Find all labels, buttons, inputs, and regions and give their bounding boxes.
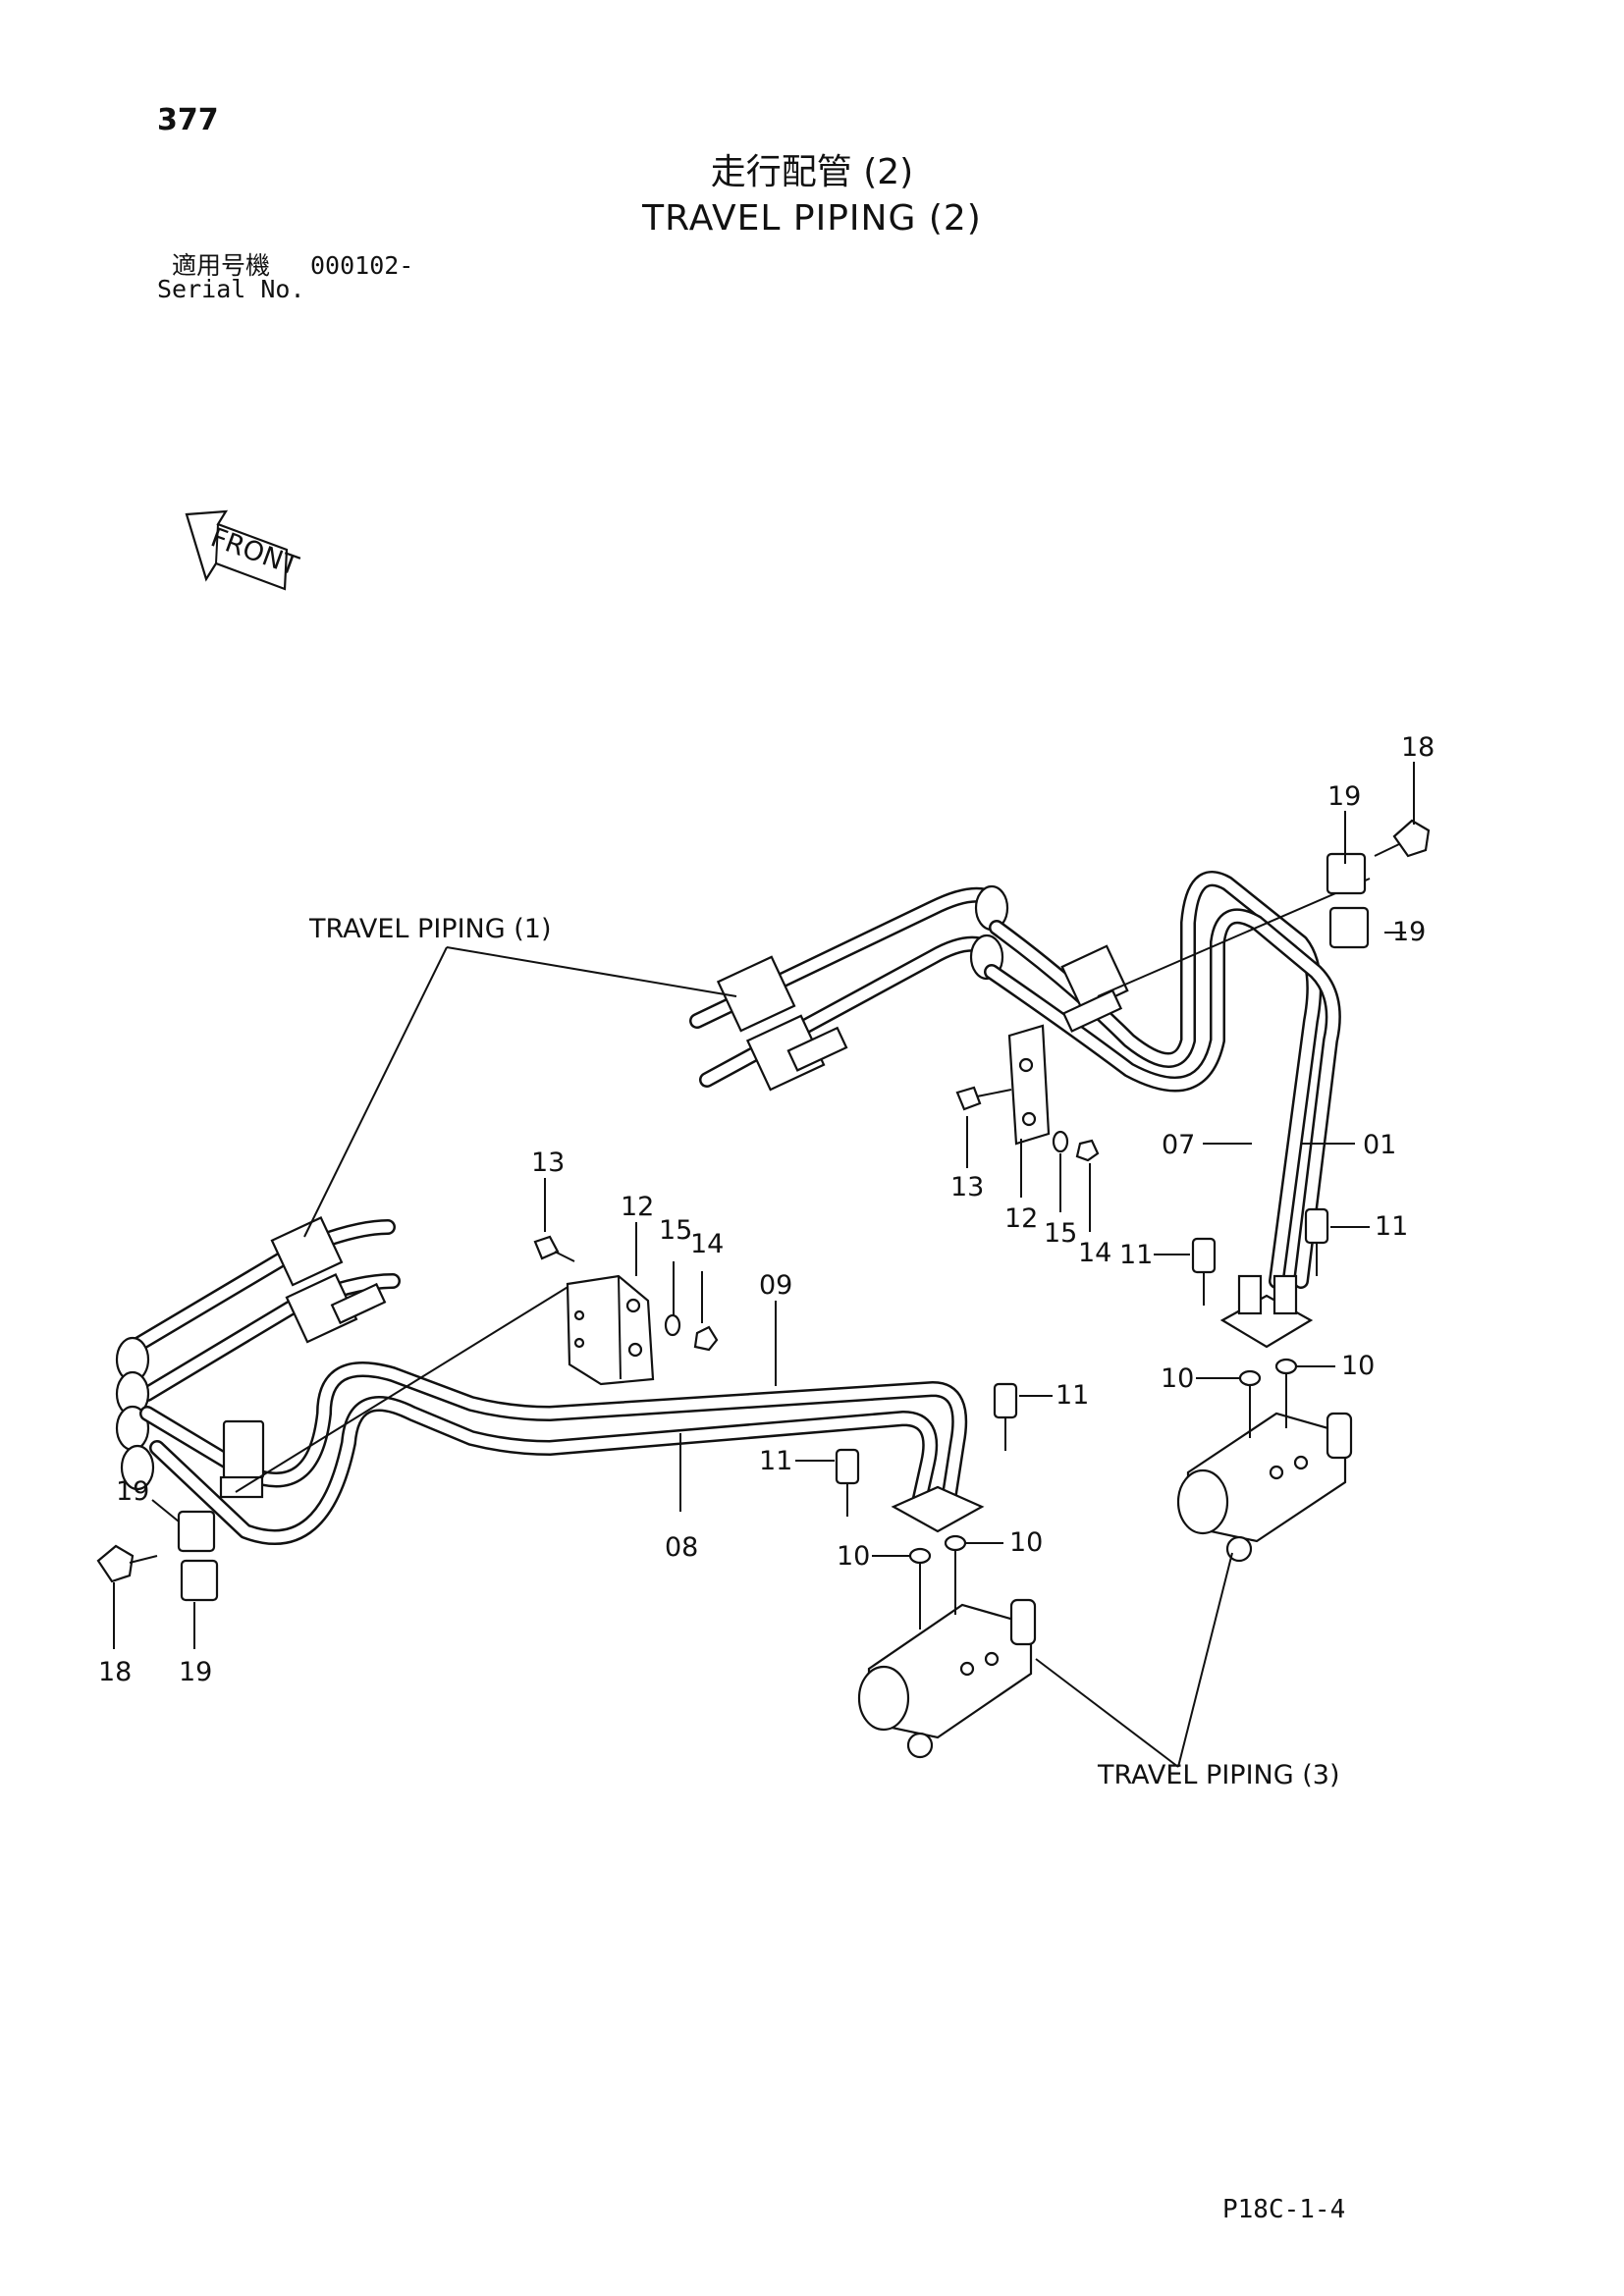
left-travel-piping-1-pipes (115, 1216, 401, 1491)
part-label-19-right-top: 19 (1327, 781, 1361, 812)
right-control-valve (1176, 1374, 1353, 1563)
part-label-14-left: 14 (690, 1229, 724, 1259)
pipe-08-and-09 (139, 1285, 968, 1545)
serial-label-japanese: 適用号機 (172, 251, 271, 280)
part-label-15-left: 15 (659, 1215, 692, 1246)
page-title-english: TRAVEL PIPING (2) (642, 198, 982, 239)
upper-travel-piping-1-pipes (689, 884, 1009, 1092)
part-label-14-right: 14 (1078, 1238, 1111, 1268)
part-label-01: 01 (1363, 1130, 1396, 1160)
part-label-11-left-b: 11 (759, 1446, 792, 1476)
part-label-10-right-a: 10 (1161, 1363, 1194, 1394)
bracket-assembly-left (533, 1235, 719, 1386)
right-block-fitting (1191, 1207, 1329, 1387)
part-label-11-right-b: 11 (1375, 1211, 1408, 1242)
leader-lines (113, 762, 1415, 1768)
part-label-18-right: 18 (1401, 732, 1435, 763)
page-title-japanese: 走行配管 (2) (710, 152, 914, 192)
serial-label-english: Serial No. (157, 275, 305, 303)
part-label-19-right-side: 19 (1392, 917, 1426, 947)
part-label-15-right: 15 (1044, 1218, 1077, 1249)
left-control-valve (857, 1551, 1037, 1759)
part-label-12-left: 12 (621, 1192, 654, 1222)
part-label-13-right: 13 (950, 1172, 984, 1202)
part-label-11-left-a: 11 (1056, 1380, 1089, 1411)
part-label-12-right: 12 (1004, 1203, 1038, 1234)
bracket-assembly-right (955, 1024, 1100, 1162)
part-label-08: 08 (665, 1532, 698, 1563)
clamp-19-bolt-18-right (1326, 819, 1431, 949)
part-label-10-right-b: 10 (1341, 1351, 1375, 1381)
part-label-09: 09 (759, 1270, 792, 1301)
part-label-10-left-a: 10 (837, 1541, 870, 1572)
part-label-13-left: 13 (531, 1148, 565, 1178)
part-label-10-left-b: 10 (1009, 1527, 1043, 1558)
part-label-07: 07 (1162, 1130, 1195, 1160)
clamp-19-bolt-18-left (96, 1510, 219, 1602)
part-label-19-left-top: 19 (116, 1476, 149, 1507)
figure-code: P18C-1-4 (1222, 2195, 1346, 2224)
page-number: 377 (157, 103, 219, 137)
part-label-19-left-bottom: 19 (179, 1657, 212, 1687)
part-label-18-left: 18 (98, 1657, 132, 1687)
serial-number-value: 000102- (310, 251, 414, 280)
pipe-01-and-07 (984, 871, 1371, 1289)
front-direction-arrow: FRONT (185, 509, 302, 591)
part-label-11-right-a: 11 (1119, 1240, 1153, 1270)
reference-travel-piping-3: TRAVEL PIPING (3) (1097, 1760, 1340, 1790)
reference-travel-piping-1: TRAVEL PIPING (1) (308, 914, 552, 944)
